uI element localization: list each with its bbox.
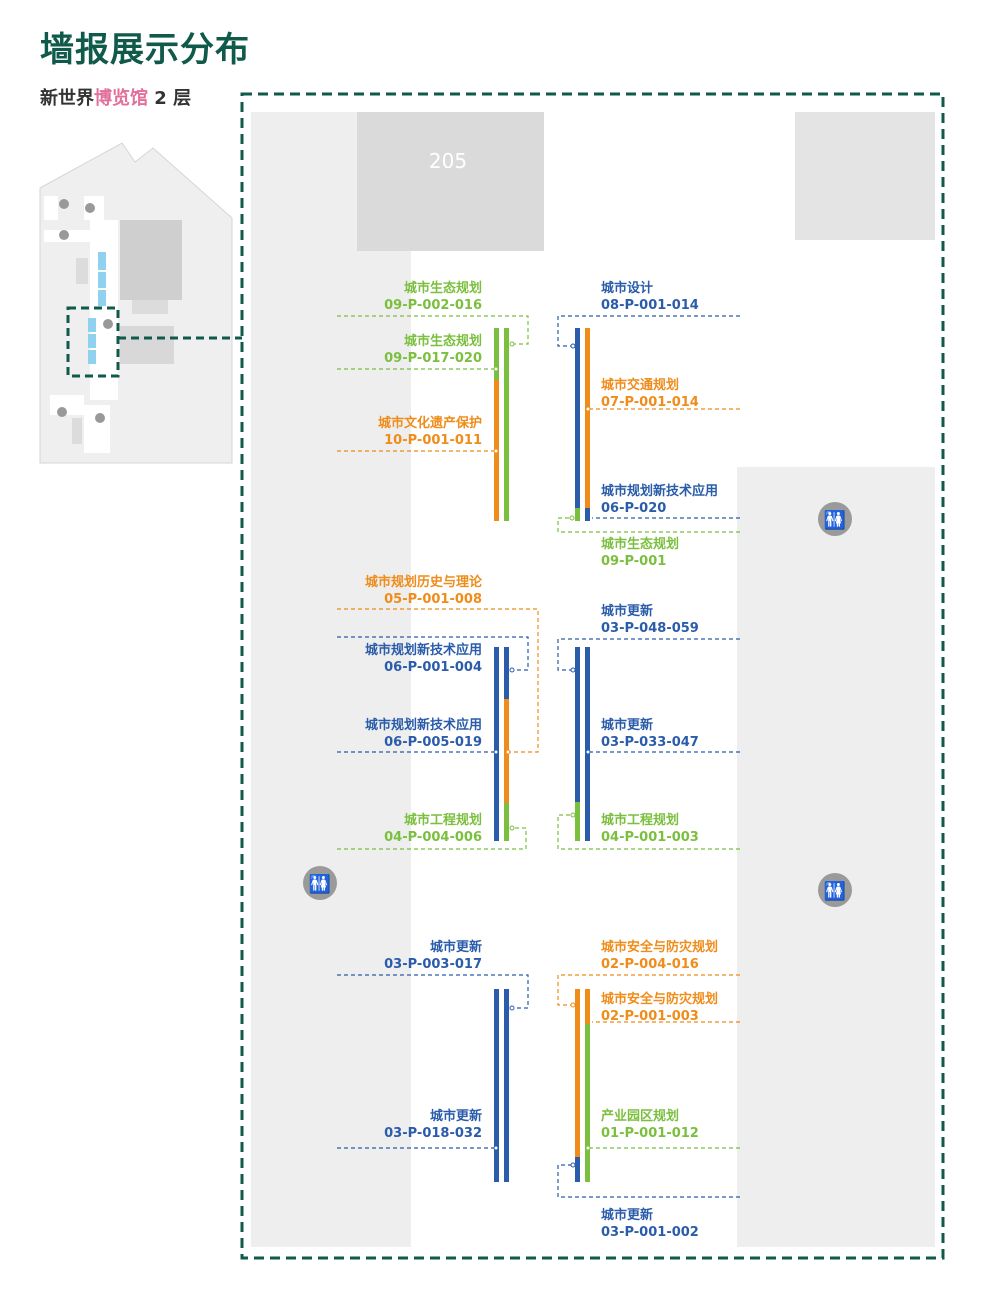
label-code: 06-P-020	[601, 501, 666, 516]
poster-board-group-3-right	[575, 989, 590, 1182]
svg-text:🚻: 🚻	[824, 509, 846, 531]
label-code: 09-P-017-020	[384, 351, 482, 366]
poster-labels: 城市生态规划 09-P-002-016 城市生态规划 09-P-017-020 …	[365, 280, 718, 1240]
label-code: 03-P-018-032	[384, 1126, 482, 1141]
label-code: 01-P-001-012	[601, 1126, 699, 1141]
label-name: 城市交通规划	[601, 377, 679, 393]
label-name: 城市工程规划	[601, 812, 679, 828]
label-code: 07-P-001-014	[601, 395, 699, 410]
room-number: 205	[429, 149, 467, 173]
poster-board-group-1-right	[575, 328, 590, 521]
label-name: 城市更新	[601, 603, 653, 619]
floor-label: 2 层	[154, 88, 192, 109]
label-name: 城市更新	[430, 1108, 482, 1124]
label-code: 02-P-001-003	[601, 1009, 699, 1024]
poster-board-group-2-right	[575, 647, 590, 841]
label-code: 03-P-048-059	[601, 621, 699, 636]
label-code: 06-P-005-019	[384, 735, 482, 750]
label-name: 城市规划新技术应用	[365, 717, 482, 733]
label-code: 02-P-004-016	[601, 957, 699, 972]
label-code: 09-P-002-016	[384, 298, 482, 313]
svg-text:🚻: 🚻	[309, 873, 331, 895]
label-name: 城市规划历史与理论	[365, 574, 483, 590]
label-name: 城市生态规划	[404, 280, 482, 296]
label-code: 09-P-001	[601, 554, 666, 569]
venue-name-a: 新世界	[40, 88, 94, 109]
label-code: 08-P-001-014	[601, 298, 699, 313]
room-block-right	[795, 112, 935, 240]
venue-subtitle: 新世界博览馆 2 层	[40, 84, 191, 110]
svg-text:🚻: 🚻	[824, 880, 846, 902]
label-name: 城市文化遗产保护	[378, 415, 482, 431]
label-code: 05-P-001-008	[384, 592, 482, 607]
poster-board-group-1-left	[494, 328, 509, 521]
label-code: 03-P-003-017	[384, 957, 482, 972]
label-name: 城市更新	[601, 1207, 653, 1223]
label-name: 城市更新	[601, 717, 653, 733]
label-name: 城市安全与防灾规划	[601, 991, 718, 1007]
label-name: 城市规划新技术应用	[365, 642, 482, 658]
label-code: 04-P-001-003	[601, 830, 699, 845]
leader-lines	[337, 315, 740, 1198]
label-code: 10-P-001-011	[384, 433, 482, 448]
restroom-icon: 🚻	[818, 502, 852, 536]
page-title: 墙报展示分布	[40, 30, 250, 70]
right-corridor	[737, 467, 935, 1247]
restroom-icon: 🚻	[303, 866, 337, 900]
poster-board-group-3-left	[494, 989, 509, 1182]
restroom-icon: 🚻	[818, 873, 852, 907]
label-name: 城市规划新技术应用	[601, 483, 718, 499]
label-name: 城市更新	[430, 939, 482, 955]
room-205	[357, 112, 544, 251]
label-name: 城市生态规划	[404, 333, 482, 349]
label-name: 产业园区规划	[601, 1108, 679, 1124]
label-code: 03-P-033-047	[601, 735, 699, 750]
venue-name-b: 博览馆	[94, 88, 148, 109]
label-code: 03-P-001-002	[601, 1225, 699, 1240]
connector-dots	[493, 341, 591, 1168]
left-corridor	[251, 112, 411, 1247]
overview-map	[39, 142, 242, 464]
label-name: 城市安全与防灾规划	[601, 939, 718, 955]
detail-frame	[240, 92, 945, 1260]
poster-board-group-2-left	[494, 647, 509, 841]
label-name: 城市工程规划	[404, 812, 482, 828]
label-name: 城市设计	[601, 280, 653, 296]
label-name: 城市生态规划	[601, 536, 679, 552]
label-code: 06-P-001-004	[384, 660, 482, 675]
label-code: 04-P-004-006	[384, 830, 482, 845]
